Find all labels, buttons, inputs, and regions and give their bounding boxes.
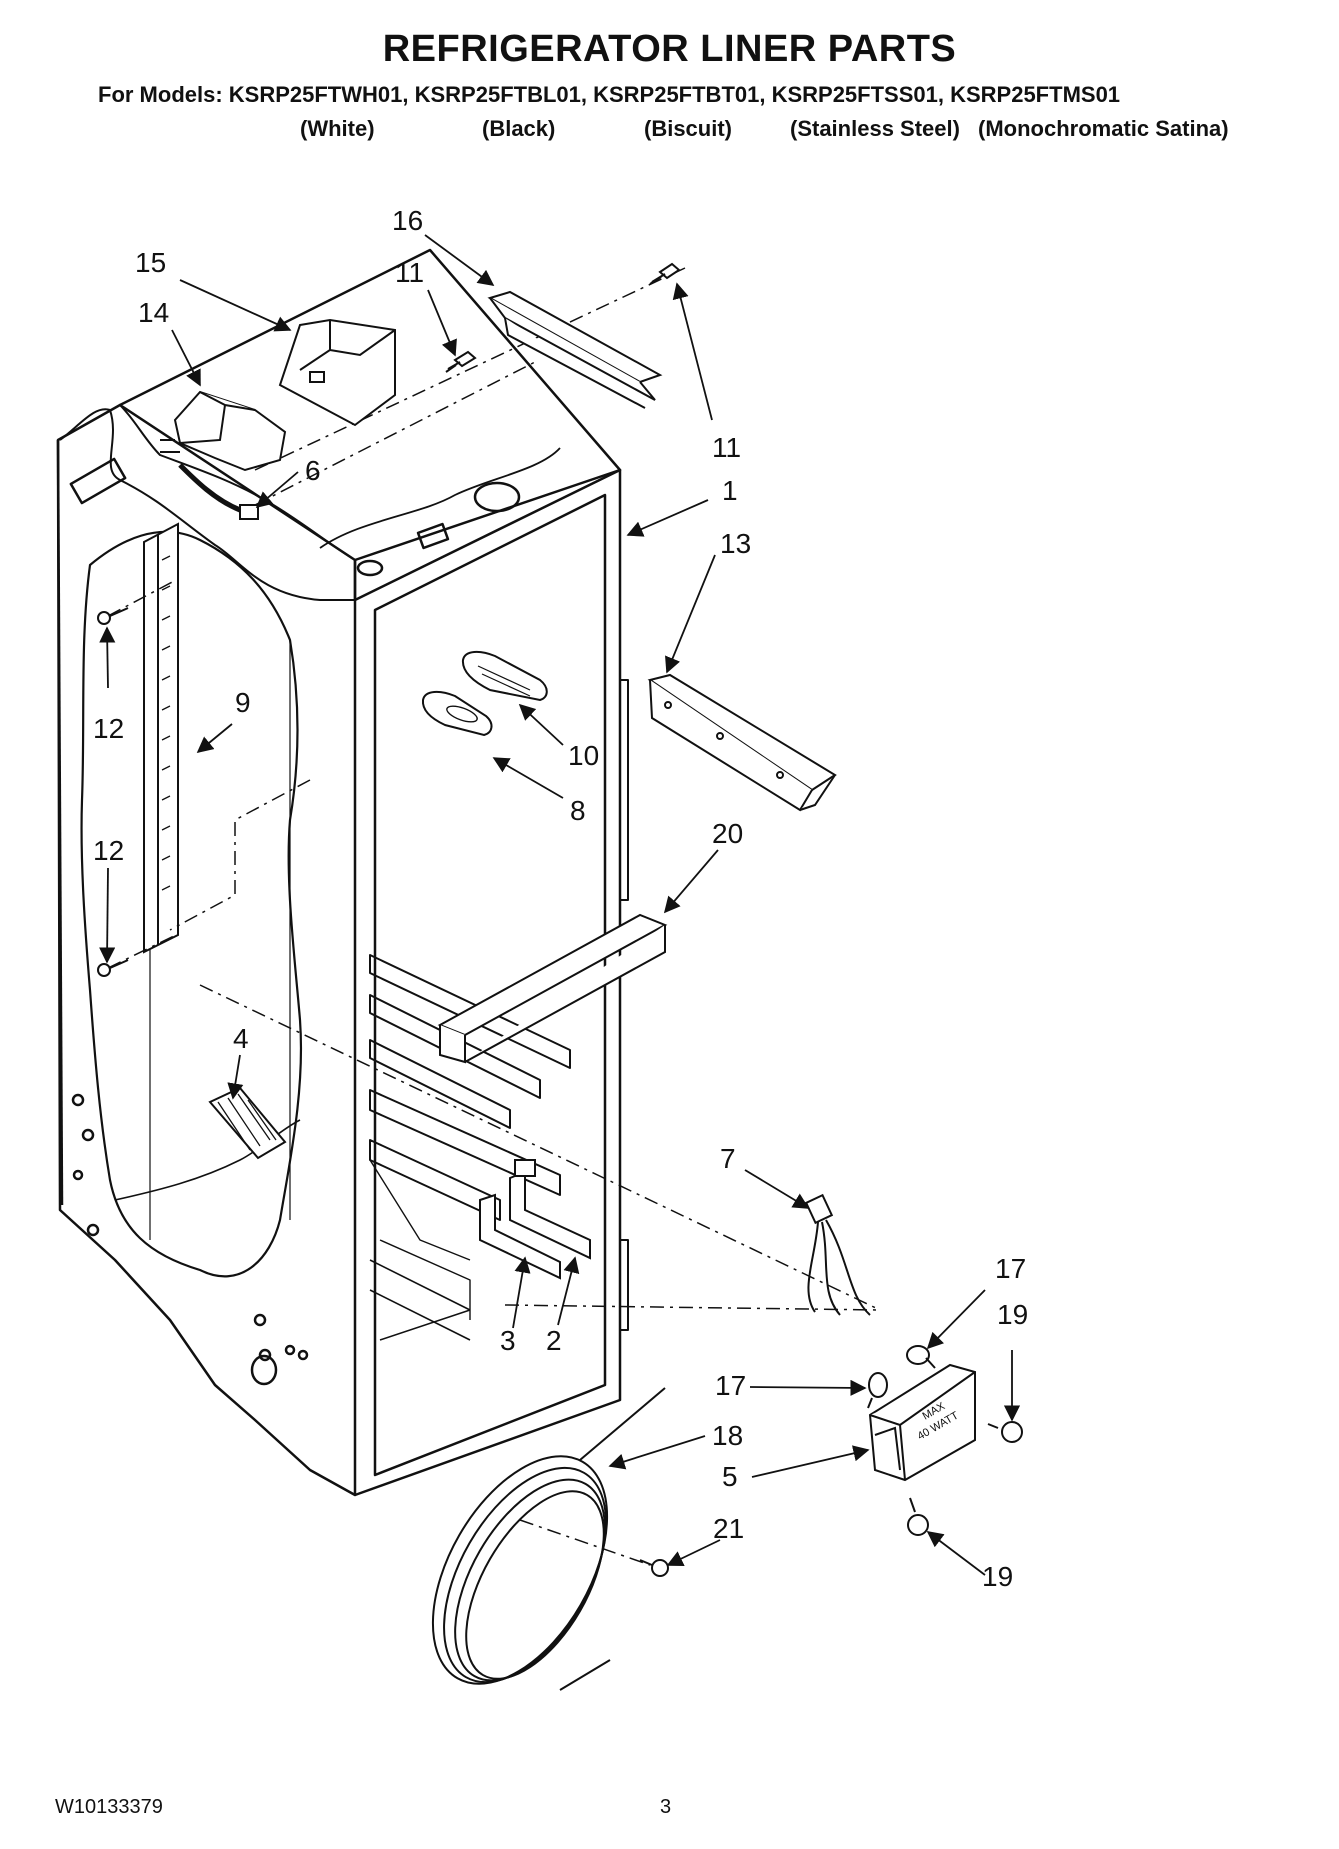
document-number: W10133379 <box>55 1796 163 1818</box>
callout-1: 1 <box>722 475 738 506</box>
callout-8: 8 <box>570 795 586 826</box>
part-20-shelf-bar <box>437 913 668 1064</box>
callout-17-lower: 17 <box>715 1370 746 1401</box>
part-6-connector <box>239 504 259 520</box>
part-21-screw <box>639 1559 669 1577</box>
part-15-bracket <box>278 318 396 427</box>
finish-stainless-steel: (Stainless Steel) <box>790 116 960 141</box>
part-16-trim-channel <box>487 290 663 409</box>
part-12-screw-b <box>97 959 129 977</box>
callout-21: 21 <box>713 1513 744 1544</box>
finish-black: (Black) <box>482 116 556 141</box>
callout-7: 7 <box>720 1143 736 1174</box>
callout-10: 10 <box>568 740 599 771</box>
finish-white: (White) <box>300 116 375 141</box>
part-6-wire-harness <box>178 463 241 513</box>
finish-biscuit: (Biscuit) <box>644 116 732 141</box>
part-18-tubing-coil <box>431 1387 666 1691</box>
part-17-clip-b <box>867 1372 888 1409</box>
part-11-screw-a <box>445 350 477 373</box>
callout-19-lower: 19 <box>982 1561 1013 1592</box>
callout-4: 4 <box>233 1023 249 1054</box>
part-9-shelf-rail <box>143 522 179 954</box>
callout-3: 3 <box>500 1325 516 1356</box>
callout-9: 9 <box>235 687 251 718</box>
callout-labels: 16 15 11 14 11 6 1 13 9 12 10 8 20 12 4 … <box>93 205 1028 1592</box>
callout-13: 13 <box>720 528 751 559</box>
part-11-screw-b <box>649 262 681 285</box>
part-8-control-overlay <box>421 690 493 737</box>
callout-17-upper: 17 <box>995 1253 1026 1284</box>
part-19-screw-b <box>907 1497 929 1536</box>
assembly-leader-lines <box>107 267 881 1566</box>
part-14-control-box <box>160 390 287 472</box>
part-7-wire-harness <box>804 1193 871 1316</box>
part-5-lamp-housing: MAX 40 WATT <box>868 1363 976 1482</box>
callout-5: 5 <box>722 1461 738 1492</box>
callout-19-upper: 19 <box>997 1299 1028 1330</box>
callout-6: 6 <box>305 455 321 486</box>
finish-monochromatic-satina: (Monochromatic Satina) <box>978 116 1229 141</box>
callout-18: 18 <box>712 1420 743 1451</box>
callout-11-right: 11 <box>712 432 741 463</box>
callout-15: 15 <box>135 247 166 278</box>
models-line: For Models: KSRP25FTWH01, KSRP25FTBL01, … <box>98 82 1121 107</box>
part-10-control-panel <box>461 650 548 702</box>
part-12-screw-a <box>97 607 129 625</box>
page-title: REFRIGERATOR LINER PARTS <box>382 28 957 70</box>
part-2-bracket <box>509 1159 591 1260</box>
part-17-clip-a <box>906 1345 936 1369</box>
callout-14: 14 <box>138 297 169 328</box>
callout-11-top: 11 <box>395 257 424 288</box>
callout-2: 2 <box>546 1325 562 1356</box>
refrigerator-liner <box>56 248 629 1497</box>
callout-12-upper: 12 <box>93 713 124 744</box>
part-13-cover-support <box>647 673 837 812</box>
page-number: 3 <box>660 1796 672 1818</box>
part-4-grille <box>208 1086 287 1160</box>
callout-12-lower: 12 <box>93 835 124 866</box>
callout-arrows <box>99 234 1021 1576</box>
callout-16: 16 <box>392 205 423 236</box>
part-19-screw-a <box>987 1421 1023 1443</box>
callout-20: 20 <box>712 818 743 849</box>
part-3-bracket <box>479 1193 561 1280</box>
